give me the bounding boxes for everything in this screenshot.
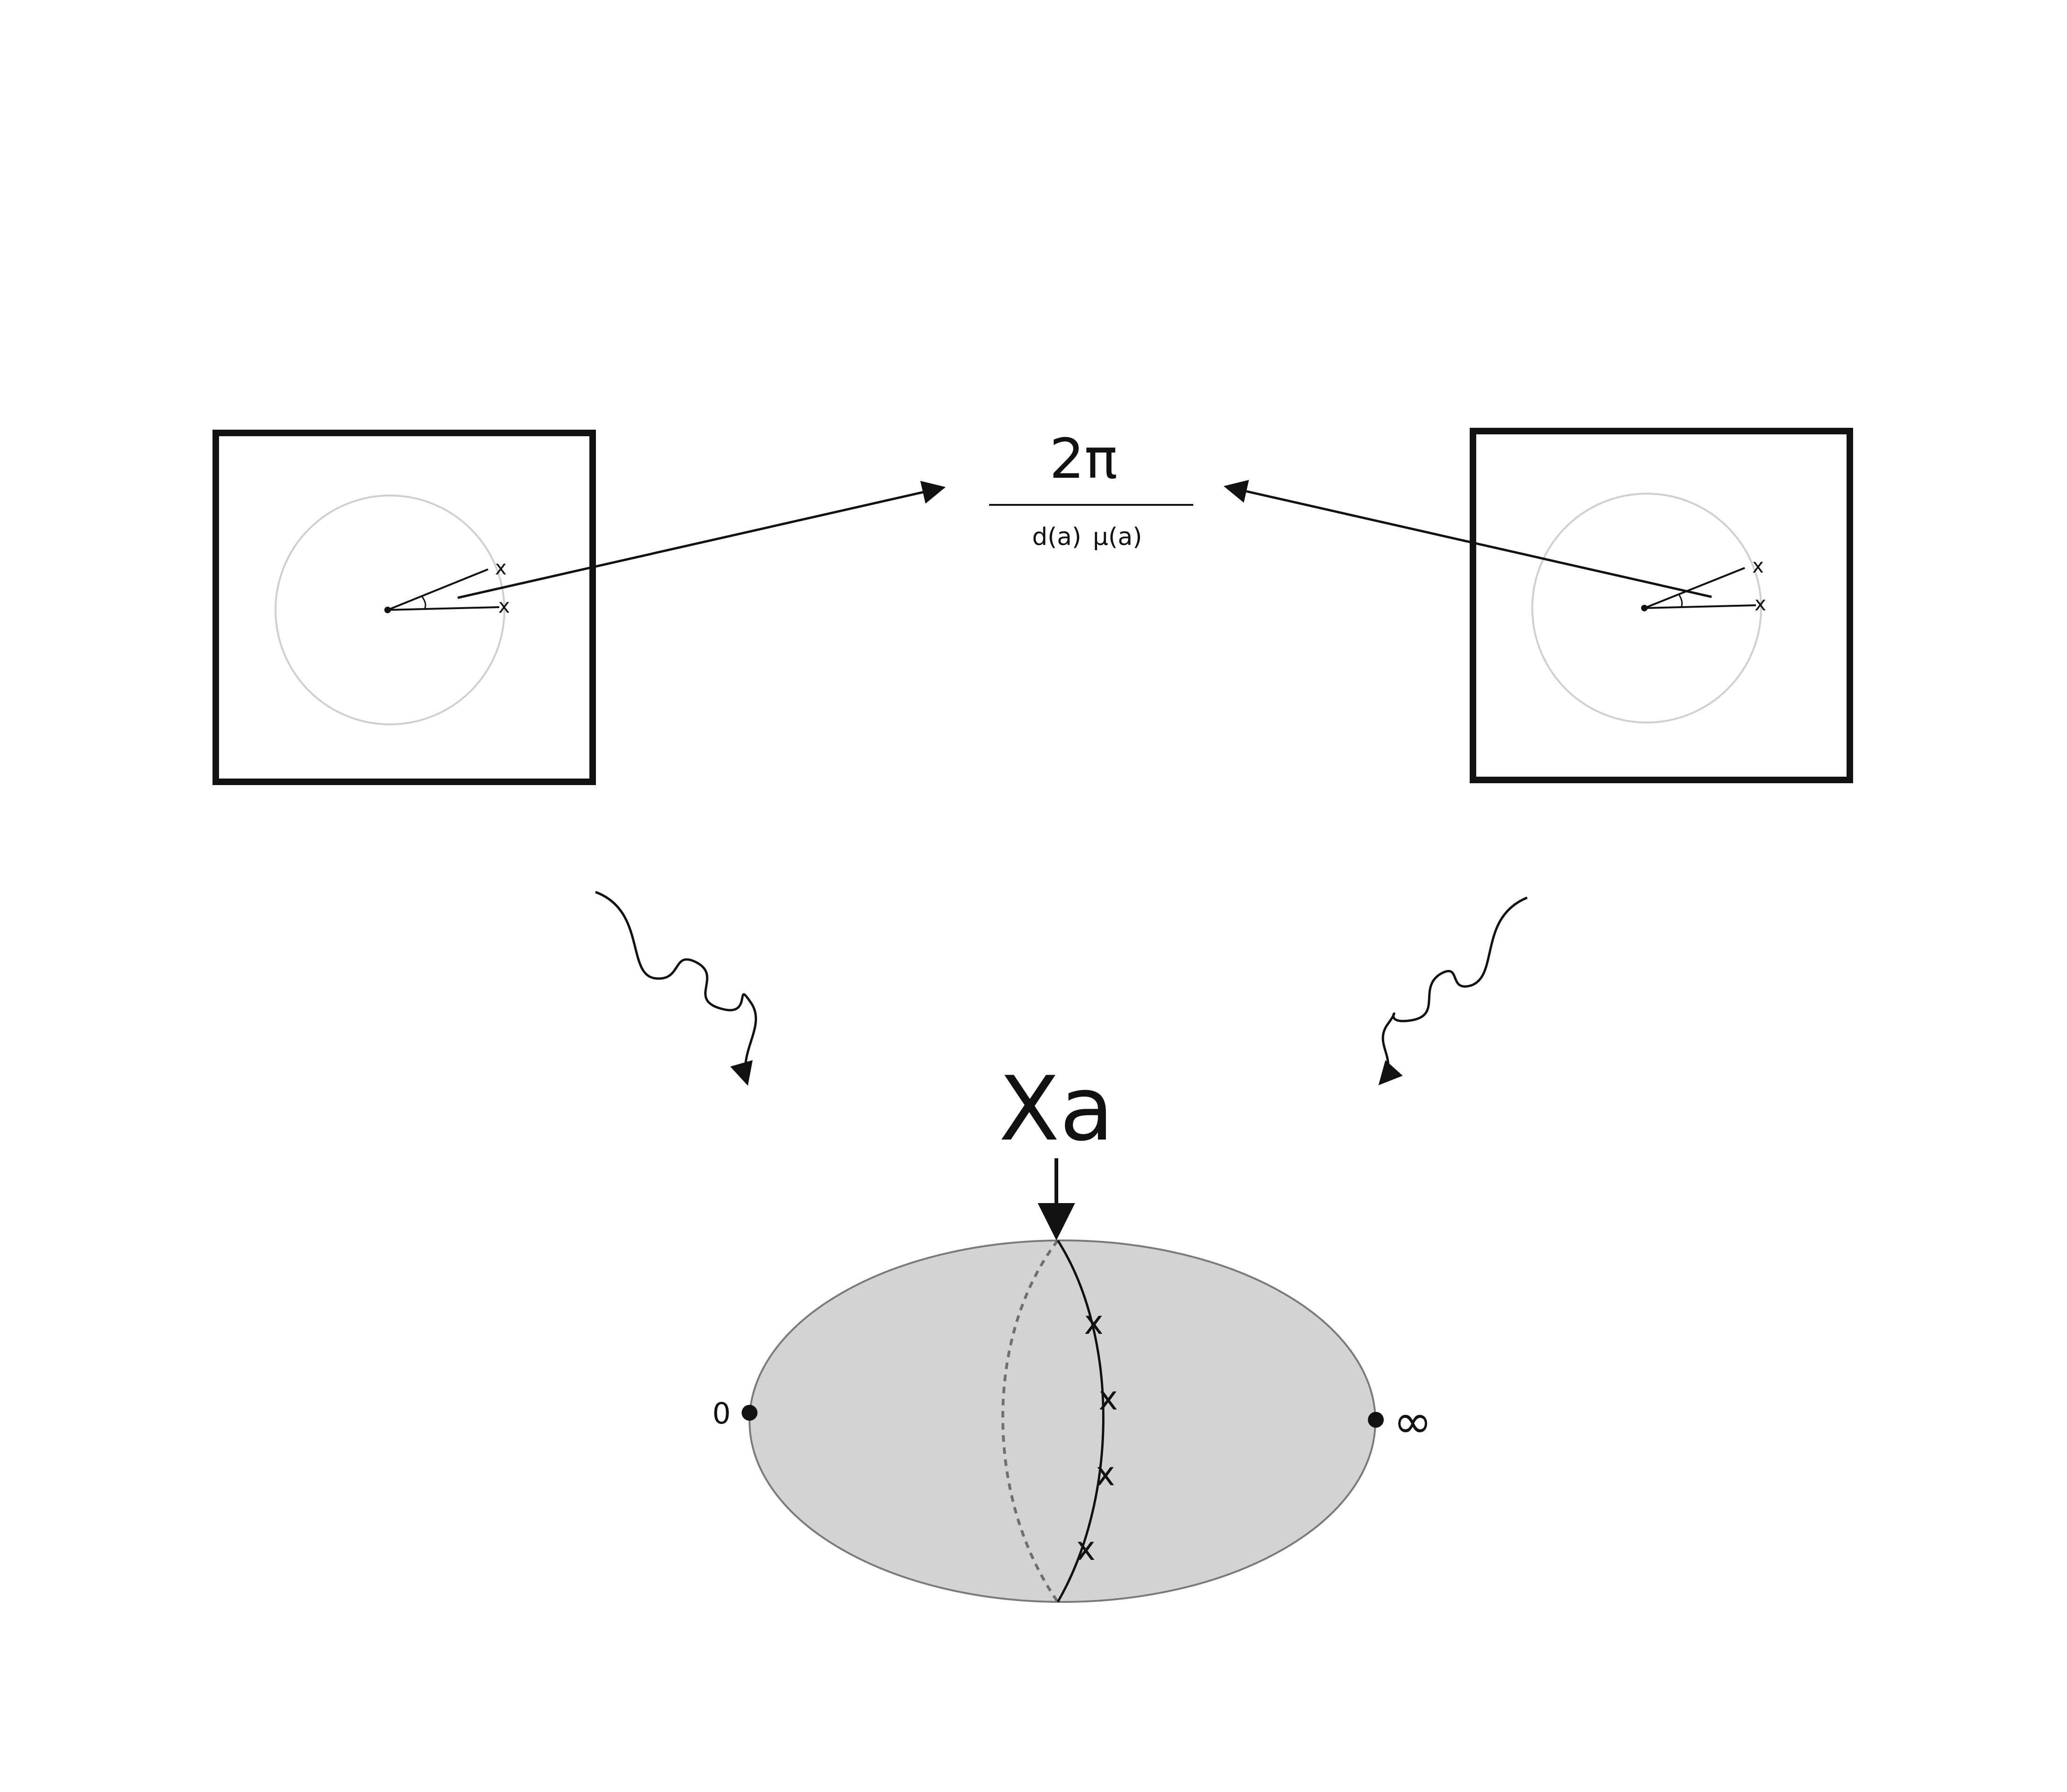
left-panel-frame xyxy=(212,430,596,785)
sphere-top-label: Xa xyxy=(999,1057,1114,1161)
right-panel-mark-upper: x xyxy=(1752,554,1764,577)
formula-denominator-left: d(a) xyxy=(1032,523,1081,551)
right-pole-dot xyxy=(1368,1412,1384,1428)
right-panel-frame xyxy=(1470,428,1853,783)
right-panel-angle-arc xyxy=(1678,594,1683,608)
curve-mark-4: x xyxy=(1076,1530,1095,1568)
curve-mark-3: x xyxy=(1096,1455,1115,1493)
formula-numerator: 2π xyxy=(1049,426,1118,491)
left-panel: x x xyxy=(212,430,596,785)
curve-mark-1: x xyxy=(1084,1303,1103,1342)
sphere-front-curve xyxy=(1056,1240,1104,1603)
right-panel: x x xyxy=(1470,428,1853,783)
left-panel-mark-upper: x xyxy=(495,556,507,579)
right-panel-mark-lower: x xyxy=(1755,592,1766,615)
formula-denominator-right: μ(a) xyxy=(1093,523,1142,551)
right-panel-ray-lower xyxy=(1644,604,1756,609)
left-panel-mark-lower: x xyxy=(498,595,510,617)
left-wavy-arrow xyxy=(595,891,757,1086)
left-to-formula-arrow xyxy=(457,481,946,599)
right-wavy-arrow xyxy=(1378,896,1528,1085)
sphere-back-dashed-curve xyxy=(1001,1240,1059,1603)
right-to-formula-arrow xyxy=(1224,480,1712,598)
right-panel-ray-upper xyxy=(1644,567,1745,609)
sphere-group: Xa 0 ∞ x x x x xyxy=(712,1057,1432,1603)
left-panel-circle xyxy=(275,495,505,725)
sphere xyxy=(749,1240,1376,1603)
left-panel-ray-upper xyxy=(387,568,488,611)
left-panel-ray-lower xyxy=(387,606,500,611)
left-panel-angle-arc xyxy=(421,596,426,609)
right-panel-circle xyxy=(1531,493,1762,723)
formula: 2π d(a) μ(a) xyxy=(989,426,1193,551)
left-pole-label: 0 xyxy=(712,1396,730,1431)
right-pole-label: ∞ xyxy=(1393,1394,1432,1449)
left-pole-dot xyxy=(742,1405,757,1421)
curve-mark-2: x xyxy=(1098,1379,1118,1417)
